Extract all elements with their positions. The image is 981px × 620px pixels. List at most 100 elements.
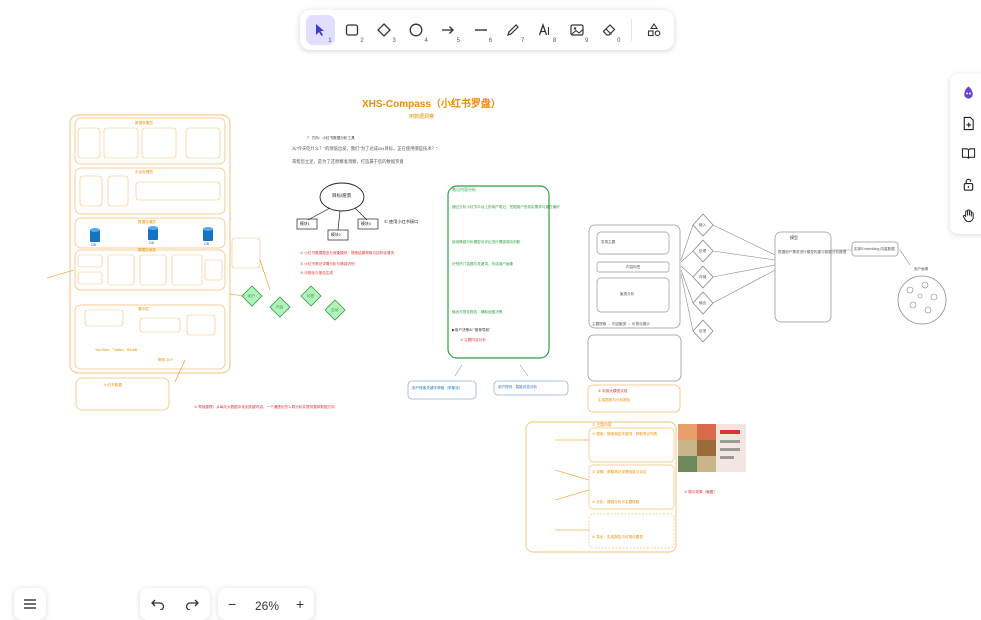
line-icon — [474, 29, 487, 31]
tool-shortcut: 2 — [360, 38, 364, 44]
right-diamond-3[interactable]: 存储 — [699, 275, 707, 279]
orange-summary-1[interactable]: ① 利用大模型实现 — [598, 389, 628, 393]
arrow-tool[interactable]: 5 — [434, 15, 463, 45]
model-box-text[interactable]: 根据用户需求进行模型构建与数据分析推理 — [778, 250, 847, 254]
center-node-label[interactable]: 目标/愿景 — [332, 193, 352, 198]
redo-icon[interactable] — [185, 598, 199, 610]
eraser-tool[interactable]: 0 — [594, 15, 623, 45]
image-tool[interactable]: 9 — [562, 15, 591, 45]
diamond-label-3[interactable]: 标签 — [307, 294, 315, 298]
text-tool[interactable]: 8 — [530, 15, 559, 45]
diamond-label-2[interactable]: 内容 — [276, 305, 284, 309]
layer-label-display[interactable]: 展示层 — [138, 307, 149, 311]
right-diamond-5[interactable]: 反馈 — [699, 329, 707, 333]
ai-assistant-button[interactable] — [958, 82, 978, 102]
module-node-1[interactable]: 模块1 — [300, 222, 310, 226]
tool-shortcut: 0 — [617, 38, 621, 44]
zoom-in-button[interactable]: + — [296, 596, 305, 612]
green-box-title[interactable]: 笔记内容分析 — [452, 187, 476, 192]
toolbar-divider — [630, 19, 632, 41]
orange-summary-2[interactable]: 生成图表与分析报告 — [598, 398, 631, 402]
layer-label-app[interactable]: 数据应用层 — [138, 248, 156, 252]
green-box-footer[interactable]: ▶用户决策AI "推荐导航" — [452, 328, 491, 332]
red-note-3[interactable]: ③ 可视化与报告生成 — [300, 271, 333, 275]
diamond-label-4[interactable]: 互动 — [331, 308, 339, 312]
card-section-2[interactable]: ② 详情：获取笔记详情信息与评论 — [592, 470, 647, 474]
right-diamond-1[interactable]: 输入 — [699, 223, 707, 227]
undo-icon[interactable] — [151, 598, 165, 610]
diamond-icon — [377, 23, 392, 37]
main-menu-button[interactable] — [14, 588, 46, 620]
right-gray-line-1[interactable]: 发现主题 — [601, 240, 616, 244]
rectangle-icon — [345, 24, 359, 36]
module-node-2[interactable]: 模块2 — [331, 233, 341, 237]
layer-label-middle[interactable]: 中台处理层 — [135, 170, 153, 174]
top-note[interactable]: ？ 方向：小红书数据分析工具 — [307, 136, 355, 140]
db-label-2: DB — [149, 241, 154, 245]
embedding-label[interactable]: 实体Embedding 向量数据 — [854, 247, 895, 251]
gray-box-2-text[interactable]: 用户提问 - 智能问答分析 — [498, 385, 538, 389]
shapes-library-button[interactable] — [639, 15, 668, 45]
main-toolbar: 1 2 3 4 5 6 7 8 9 0 — [300, 10, 674, 50]
right-side-panel — [950, 74, 981, 234]
green-note[interactable]: ① 主题内容分析 — [460, 338, 486, 342]
card-section-4[interactable]: ④ 导出：生成报告与可视化图表 — [592, 535, 643, 539]
diamond-tool[interactable]: 3 — [370, 15, 399, 45]
hamburger-menu-icon — [24, 599, 36, 609]
right-diamond-4[interactable]: 输出 — [699, 301, 707, 305]
photo-caption[interactable]: ① 展示效果（截图） — [684, 490, 717, 494]
layer-label-collect[interactable]: 数据采集层 — [135, 121, 153, 125]
library-button[interactable] — [958, 143, 978, 163]
library-book-icon — [961, 147, 975, 159]
card-title[interactable]: ① 主题内容 — [592, 423, 612, 427]
layer-label-storage[interactable]: 数据存储层 — [138, 220, 156, 224]
canvas-title[interactable]: XHS-Compass（小红书罗盘） — [362, 99, 501, 110]
right-gray-line-2[interactable]: 内容标签 — [626, 265, 641, 269]
module-node-3[interactable]: 模块3 — [361, 222, 371, 226]
lock-button[interactable] — [958, 174, 978, 194]
add-page-button[interactable] — [958, 113, 978, 133]
pencil-icon — [506, 24, 519, 36]
card-section-1[interactable]: ① 搜索：搜索指定关键词，获取笔记列表 — [592, 432, 658, 436]
green-box-line-2[interactable]: 使用情感分析模型对评论进行情感倾向判断 — [452, 240, 521, 244]
zoom-out-button[interactable]: − — [228, 596, 237, 612]
hand-pan-button[interactable] — [958, 205, 978, 225]
intro-question-1[interactable]: 从“今天吃什么？”的烦恼出发，我们“为了达成xxx目标，正在使用哪些技术？” — [292, 146, 438, 151]
right-annotation[interactable]: 主题提取 → 内容聚类 → 可视化展示 — [592, 322, 650, 326]
intro-question-2[interactable]: 来帮您立足，是为了还原精准洞察，打造属于您的数据罗盘 — [292, 159, 404, 164]
selection-tool[interactable]: 1 — [305, 15, 335, 45]
bottom-orange-note[interactable]: ① 帮我整理：从每天大数据中找到关键内容，一个通透化的人群分析并提供整体数据方向 — [194, 405, 335, 409]
left-caption-2[interactable]: 帮你 20个 — [158, 358, 174, 362]
gray-box-1-text[interactable]: 用户搜索关键字获取（采集流） — [412, 386, 463, 390]
left-caption-1[interactable]: YouTube、Twitter、Reddit — [95, 348, 138, 352]
user-profile-label[interactable]: 用户画像 — [914, 267, 929, 271]
eraser-icon — [602, 24, 616, 36]
green-box-line-4[interactable]: 输出可视化报告，辅助运营决策 — [452, 310, 503, 314]
green-box-line-1[interactable]: 通过分析小红书平台上的用户笔记，挖掘用户的真实需求与潜在偏好 — [452, 205, 560, 209]
ellipse-tool[interactable]: 4 — [402, 15, 431, 45]
tool-shortcut: 1 — [328, 38, 332, 44]
rectangle-tool[interactable]: 2 — [338, 15, 367, 45]
tool-shortcut: 6 — [488, 38, 493, 44]
red-note-2[interactable]: ② 小红书笔记详情分析与情感识别 — [300, 262, 355, 266]
draw-tool[interactable]: 7 — [498, 15, 527, 45]
tool-shortcut: 9 — [585, 38, 589, 44]
diamond-label-1[interactable]: 用户 — [248, 294, 256, 298]
right-diamond-2[interactable]: 处理 — [699, 249, 707, 253]
node-side-label[interactable]: ① 使用小红书接口 — [384, 219, 419, 224]
hand-pan-icon — [962, 208, 974, 222]
tool-shortcut: 4 — [424, 38, 428, 44]
arrow-icon — [442, 26, 455, 34]
canvas-subtitle[interactable]: 用数据洞察 — [409, 114, 435, 120]
bottom-orange-tag[interactable]: 小红书数据 — [104, 383, 122, 387]
card-section-3[interactable]: ③ 分析：情感分析与主题提取 — [592, 500, 640, 504]
red-note-1[interactable]: ① 小红书数据爬虫与收集模块：搜索结果获取与结构化清洗 — [300, 251, 395, 255]
model-box-title[interactable]: 模型 — [790, 235, 798, 240]
right-gray-line-3[interactable]: 聚类分析 — [620, 292, 635, 296]
line-tool[interactable]: 6 — [466, 15, 495, 45]
green-box-line-3[interactable]: 识别热门话题与关键词，形成用户画像 — [452, 262, 514, 266]
lock-icon — [963, 178, 973, 191]
zoom-level[interactable]: 26% — [255, 599, 280, 613]
tool-shortcut: 7 — [520, 38, 525, 44]
